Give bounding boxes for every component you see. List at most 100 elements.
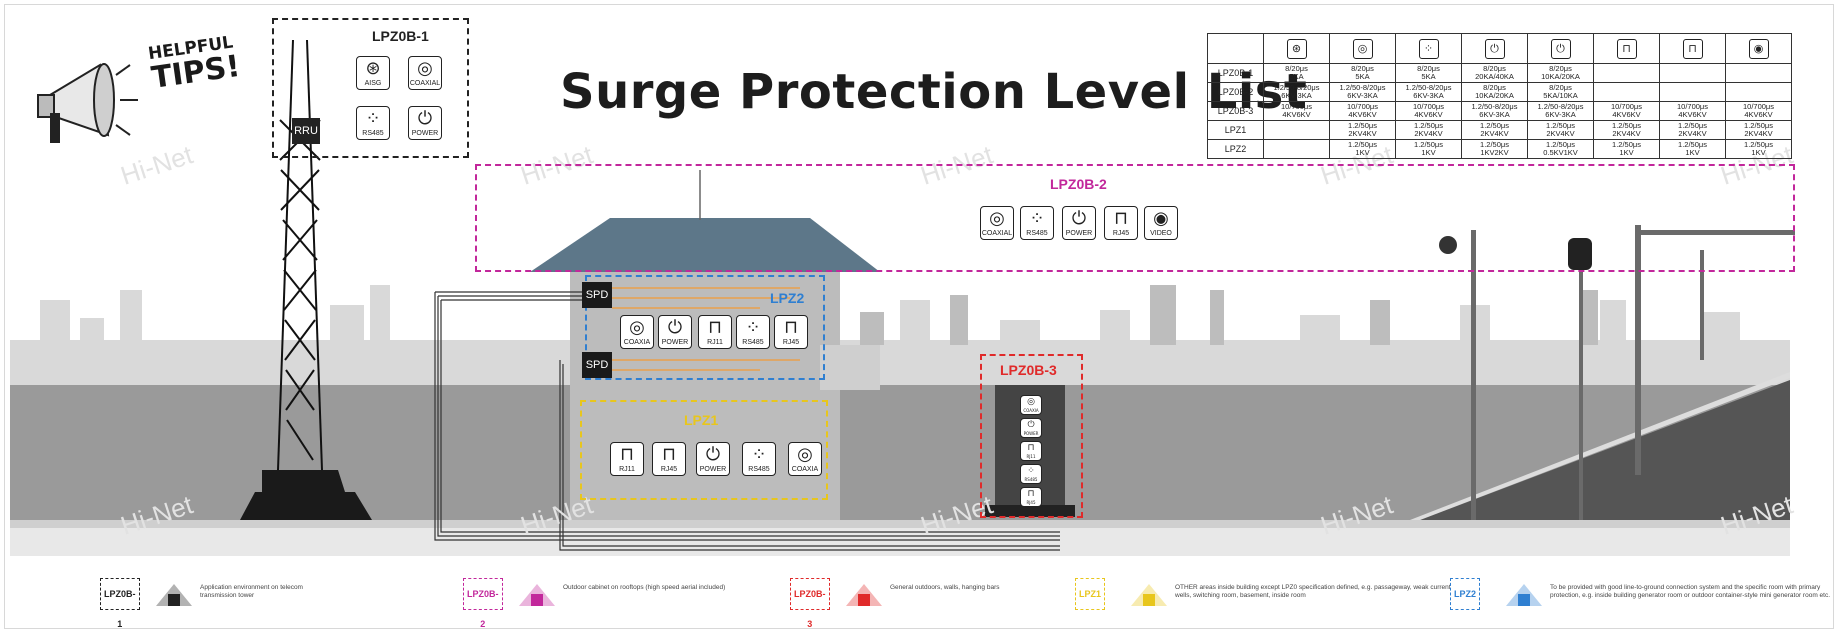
aisg-icon: ⊛	[1286, 38, 1307, 59]
helpful-tips: HELPFUL TIPS!	[147, 32, 242, 96]
port-label: RJ45	[1026, 500, 1036, 505]
table-header-cell: ⏻	[1527, 33, 1594, 64]
rj45-icon: ⊓	[1027, 489, 1035, 499]
row-header: LPZ0B-1	[1207, 63, 1264, 83]
legend-zone-label: LPZ0B-3	[790, 578, 830, 629]
port-label: RJ45	[1112, 230, 1130, 237]
coaxial-port: ◎	[980, 206, 1014, 240]
power-port: ⏻	[696, 442, 730, 476]
table-header-cell: ⊓	[1593, 33, 1660, 64]
table-cell	[1263, 139, 1330, 159]
rs485-port: ⁘RS485	[1020, 464, 1042, 484]
table-header-cell: ⏻	[1461, 33, 1528, 64]
port-label: RS485	[742, 339, 764, 346]
table-header-cell: ⁘	[1395, 33, 1462, 64]
table-cell	[1263, 120, 1330, 140]
power-port: ⏻	[658, 315, 692, 349]
legend-scene-icon	[1504, 580, 1544, 610]
port-label: RJ11	[619, 466, 635, 473]
table-cell	[1593, 63, 1660, 83]
legend-description: Application environment on telecom trans…	[200, 584, 303, 599]
port-label: POWER	[411, 130, 439, 137]
port-label: AISG	[364, 80, 382, 87]
zone-lpz0b-2	[475, 164, 1795, 272]
port-label: RJ11	[707, 339, 723, 346]
rs485-port: ⁘	[1020, 206, 1054, 240]
rj11-port: ⊓	[610, 442, 644, 476]
megaphone-icon	[37, 63, 138, 143]
port-label: COAXIAL	[409, 80, 441, 87]
port-label: RJ45	[660, 466, 678, 473]
page-title: Surge Protection Level List	[560, 64, 1308, 120]
power-icon: ⏻	[667, 317, 683, 338]
port-label: POWER	[1065, 230, 1093, 237]
legend-scene-icon	[844, 580, 884, 610]
row-header: LPZ1	[1207, 120, 1264, 140]
table-header-row: ⊛◎⁘⏻⏻⊓⊓◉	[1207, 33, 1792, 64]
port-label: COAXIA	[1023, 408, 1039, 413]
legend-description: General outdoors, walls, hanging bars	[890, 584, 1000, 591]
port-label: COAXIA	[791, 466, 819, 473]
rj45-icon: ⊓	[661, 444, 677, 465]
rs485-icon: ⁘	[365, 108, 381, 129]
rs485-icon: ⁘	[751, 444, 767, 465]
legend-description: OTHER areas inside building except LPZ0 …	[1175, 584, 1451, 599]
rj11-port: ⊓RJ11	[1020, 441, 1042, 461]
zone-lpz0b-3-label: LPZ0B-3	[1000, 362, 1057, 378]
zone-lpz0b-1-label: LPZ0B-1	[372, 28, 429, 44]
port-label: COAXIAL	[981, 230, 1013, 237]
rj11-icon: ⊓	[619, 444, 635, 465]
coaxial-icon: ◎	[417, 58, 433, 79]
table-cell	[1659, 63, 1726, 83]
table-header-cell: ◎	[1329, 33, 1396, 64]
coaxial-port: ◎	[408, 56, 442, 90]
zone-lpz1	[580, 400, 828, 500]
outer-frame	[4, 4, 1834, 629]
video-icon: ◉	[1153, 208, 1169, 229]
rs485-port: ⁘	[736, 315, 770, 349]
table-corner-cell	[1207, 33, 1264, 64]
port-label: VIDEO	[1150, 230, 1172, 237]
coaxial-icon: ◎	[629, 317, 645, 338]
port-label: POWER	[699, 466, 727, 473]
row-header: LPZ0B-2	[1207, 82, 1264, 102]
table-cell	[1725, 82, 1792, 102]
legend-description: Outdoor cabinet on rooftops (high speed …	[563, 584, 726, 591]
port-label: POWER	[1023, 431, 1039, 436]
rj11-icon: ⊓	[1682, 38, 1703, 59]
port-label: RS485	[1026, 230, 1048, 237]
rj45-port: ⊓RJ45	[1020, 487, 1042, 507]
table-header-cell: ◉	[1725, 33, 1792, 64]
port-label: RJ45	[782, 339, 800, 346]
rs485-port: ⁘	[356, 106, 390, 140]
rj45-icon: ⊓	[783, 317, 799, 338]
table-cell	[1659, 82, 1726, 102]
legend-zone-label: LPZ2	[1450, 578, 1481, 610]
spd-box: SPD	[582, 282, 612, 308]
port-label: COAXIA	[623, 339, 651, 346]
zone-lpz0b-2-label: LPZ0B-2	[1050, 176, 1107, 192]
zone-lpz0b-1	[272, 18, 469, 158]
rru-label: RRU	[294, 125, 318, 137]
video-port: ◉	[1144, 206, 1178, 240]
